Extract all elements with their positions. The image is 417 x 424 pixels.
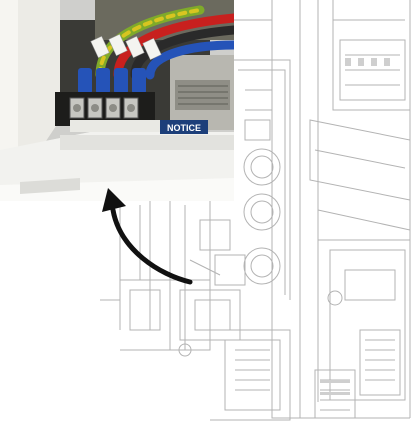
notice-label: NOTICE <box>167 123 201 133</box>
terminal-block-photo: NOTICE <box>0 0 234 201</box>
